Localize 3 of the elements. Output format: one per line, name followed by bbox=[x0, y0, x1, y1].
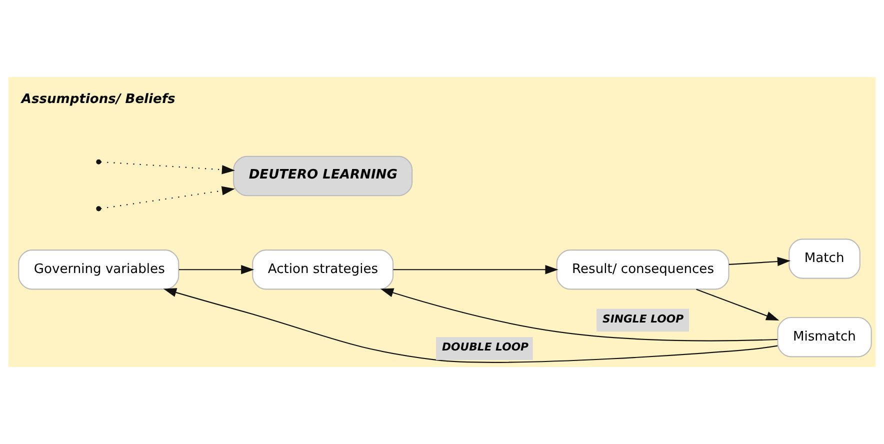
label: Assumptions/ Beliefs bbox=[21, 92, 176, 108]
edge-label: SINGLE LOOP bbox=[602, 312, 684, 326]
edge-label: DOUBLE LOOP bbox=[442, 340, 529, 354]
